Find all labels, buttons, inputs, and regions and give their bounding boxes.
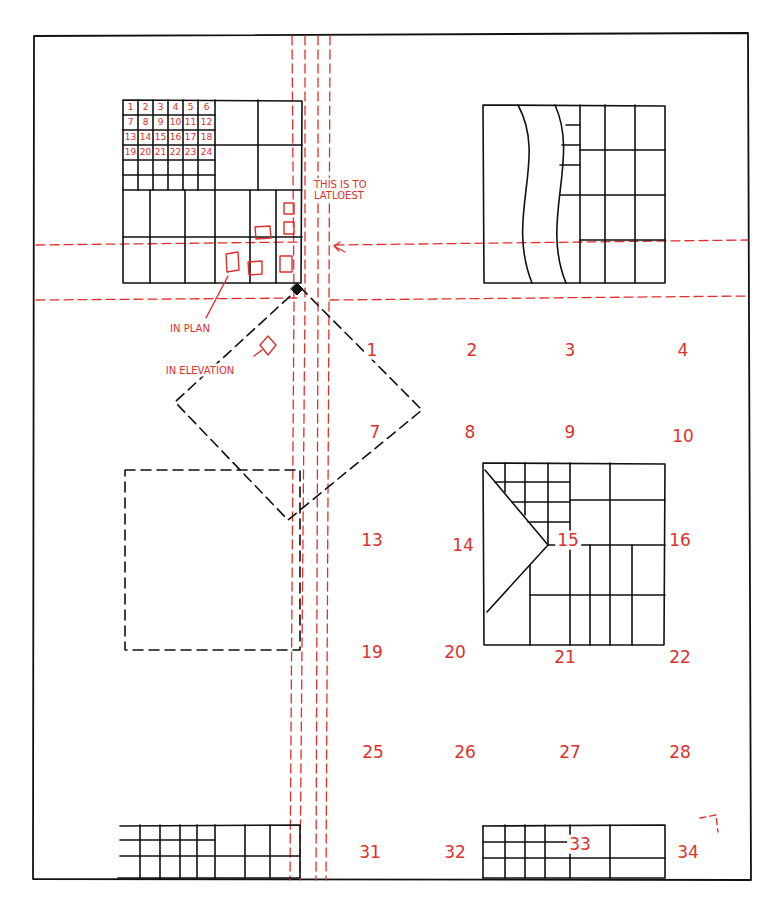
block-number: 19	[359, 643, 385, 662]
block-number: 20	[442, 643, 468, 662]
cell-number: 22	[170, 148, 181, 158]
block-number: 9	[563, 423, 578, 442]
block-number: 26	[452, 743, 478, 762]
block-number: 27	[557, 743, 583, 762]
block-number: 14	[450, 536, 476, 555]
cell-number: 4	[173, 103, 179, 113]
block-number: 31	[357, 843, 383, 862]
block-number: 4	[676, 341, 691, 360]
cell-number: 11	[185, 118, 196, 128]
callout-text: IN PLAN	[168, 322, 212, 335]
cell-number: 12	[201, 118, 212, 128]
block-number: 2	[465, 341, 480, 360]
block-number: 21	[552, 648, 578, 667]
cell-number: 20	[140, 148, 151, 158]
block-number: 8	[463, 423, 478, 442]
cell-number: 2	[143, 103, 149, 113]
note-text: THIS IS TO LATLOEST	[312, 178, 388, 202]
block-number: 32	[442, 843, 468, 862]
block-number: 22	[667, 648, 693, 667]
cell-number: 6	[204, 103, 210, 113]
cell-number: 21	[155, 148, 166, 158]
cell-number: 24	[201, 148, 212, 158]
cell-number: 8	[143, 118, 149, 128]
cell-number: 7	[128, 118, 134, 128]
block-number: 7	[368, 423, 383, 442]
block-number: 10	[670, 427, 696, 446]
block-number: 13	[359, 531, 385, 550]
cell-number: 14	[140, 133, 151, 143]
cell-number: 19	[125, 148, 136, 158]
block-number: 33	[567, 835, 593, 854]
cell-number: 15	[155, 133, 166, 143]
block-number: 28	[667, 743, 693, 762]
block-number: 1	[365, 341, 380, 360]
cell-number: 13	[125, 133, 136, 143]
block-number: 25	[360, 743, 386, 762]
cell-number: 17	[185, 133, 196, 143]
callout-text: IN ELEVATION	[164, 364, 237, 377]
cell-number: 9	[158, 118, 164, 128]
block-number: 15	[555, 531, 581, 550]
cell-number: 16	[170, 133, 181, 143]
block-number: 3	[563, 341, 578, 360]
cell-number: 10	[170, 118, 181, 128]
cell-number: 3	[158, 103, 164, 113]
block-number: 16	[667, 531, 693, 550]
cell-number: 5	[188, 103, 194, 113]
cell-number: 18	[201, 133, 212, 143]
block-number: 34	[675, 843, 701, 862]
cell-number: 23	[185, 148, 196, 158]
cell-number: 1	[128, 103, 134, 113]
